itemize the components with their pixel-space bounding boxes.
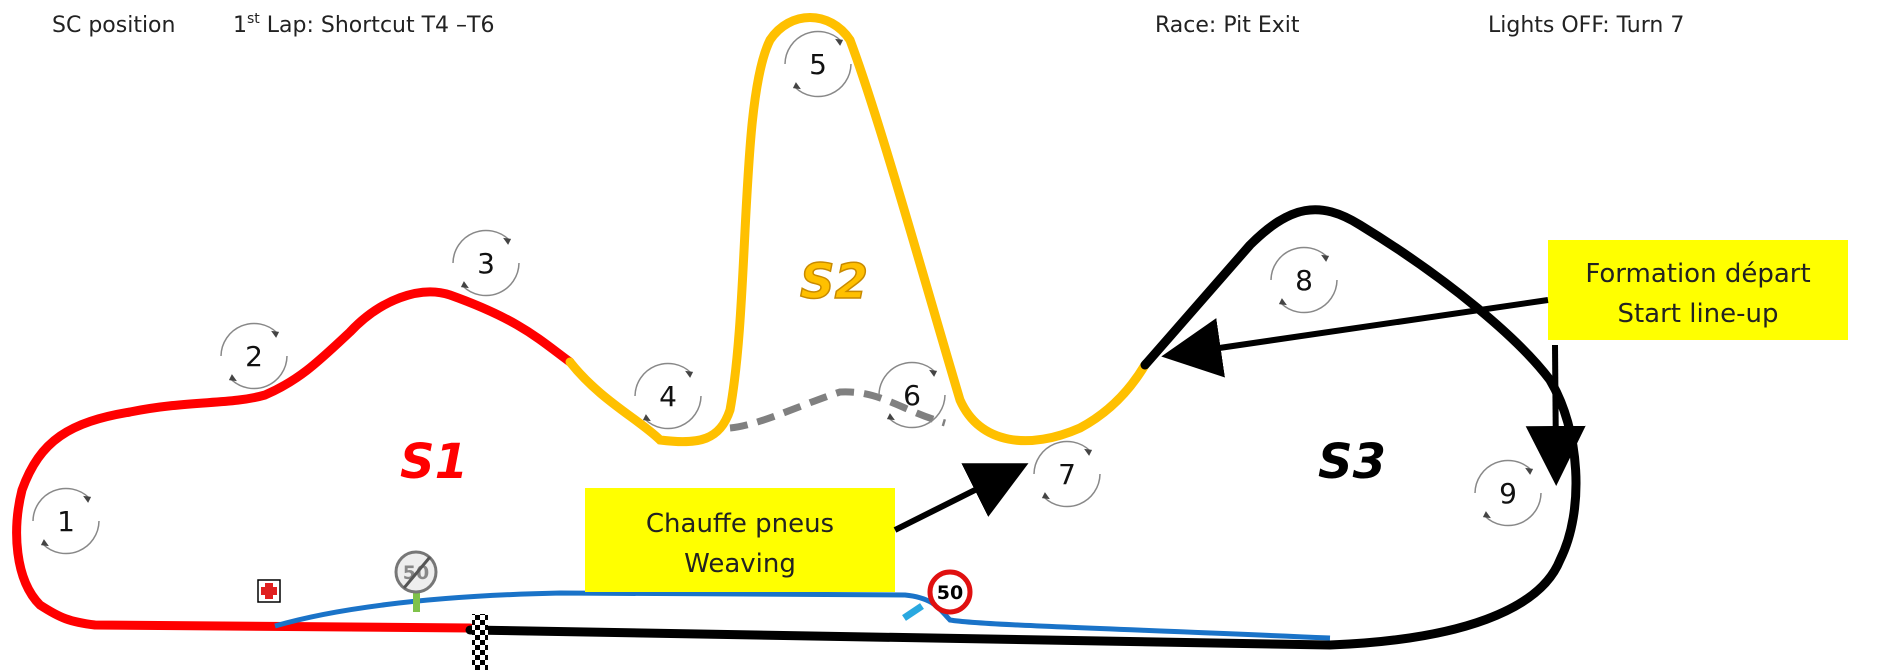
sector-label-s1: S1	[400, 434, 468, 490]
arrow-to-turn-7	[893, 463, 1029, 533]
rotation-arrows-icon	[1270, 246, 1328, 281]
rotation-arrow-tip	[1041, 492, 1050, 500]
rotation-arrow-tip	[1321, 254, 1330, 262]
rotation-arrow-tip	[929, 369, 938, 377]
rotation-arrows-icon	[32, 487, 90, 522]
callout-weaving: Chauffe pneus Weaving	[585, 463, 1029, 592]
turn-marker-2: 2	[220, 322, 288, 390]
rotation-arrow-tip	[1084, 448, 1093, 456]
rotation-arrows-icon	[634, 362, 692, 397]
rotation-arrow-tip	[835, 38, 844, 46]
rotation-arrows-icon	[1280, 279, 1338, 314]
turn-number: 1	[57, 505, 75, 538]
rotation-arrow-tip	[83, 495, 92, 503]
turn-number: 8	[1295, 264, 1313, 297]
rotation-arrow-tip	[642, 414, 651, 422]
rotation-arrows-icon	[462, 262, 520, 297]
weaving-line1: Chauffe pneus	[646, 509, 834, 539]
rotation-arrows-icon	[644, 395, 702, 430]
lights-off-rule: Lights OFF: Turn 7	[1488, 13, 1684, 38]
rotation-arrow-tip	[1482, 511, 1491, 519]
checkered-flag-icon	[472, 614, 488, 670]
rotation-arrow-tip	[271, 330, 280, 338]
turn-number: 6	[903, 379, 921, 412]
turn-marker-7: 7	[1033, 440, 1101, 508]
pit-exit-marker	[902, 603, 924, 621]
rotation-arrows-icon	[452, 229, 510, 264]
rotation-arrow-tip	[1278, 298, 1287, 306]
rotation-arrows-icon	[230, 355, 288, 390]
formation-line1: Formation départ	[1585, 259, 1810, 289]
race-rule: Race: Pit Exit	[1155, 13, 1300, 38]
rotation-arrows-icon	[1043, 473, 1101, 508]
arrow-to-turn-9	[1525, 344, 1586, 486]
rotation-arrows-icon	[794, 63, 852, 98]
rotation-arrows-icon	[784, 30, 842, 65]
track-sector-s2	[565, 13, 1150, 447]
turn-marker-9: 9	[1474, 459, 1542, 527]
rotation-arrow-tip	[886, 413, 895, 421]
callout-formation: Formation départ Start line-up	[1161, 240, 1848, 486]
turn-marker-5: 5	[784, 30, 852, 98]
rotation-arrows-icon	[42, 520, 100, 555]
rotation-arrows-icon	[1474, 459, 1532, 494]
medical-cross-icon	[257, 579, 281, 603]
rotation-arrow-tip	[1525, 467, 1534, 475]
sector-label-s2: S2	[800, 254, 868, 310]
turn-number: 9	[1499, 477, 1517, 510]
turn-number: 7	[1058, 458, 1076, 491]
track-sector-s1	[12, 287, 575, 633]
turn-marker-3: 3	[452, 229, 520, 297]
turn-marker-1: 1	[32, 487, 100, 555]
turn-number: 5	[809, 48, 827, 81]
rotation-arrows-icon	[220, 322, 278, 357]
turn-marker-6: 6	[878, 361, 946, 429]
rotation-arrow-tip	[40, 539, 49, 547]
rotation-arrows-icon	[888, 394, 946, 429]
header-sc-position: SC position 1st Lap: Shortcut T4 –T6 Rac…	[52, 11, 1684, 38]
speed-limit-sign: 50	[927, 569, 973, 615]
rotation-arrows-icon	[1484, 492, 1542, 527]
sector-label-s3: S3	[1318, 434, 1386, 490]
rotation-arrow-tip	[228, 374, 237, 382]
arrow-to-start-lineup	[1161, 297, 1549, 378]
rotation-arrow-tip	[460, 281, 469, 289]
rotation-arrows-icon	[1033, 440, 1091, 475]
rotation-arrow-tip	[685, 370, 694, 378]
turn-marker-4: 4	[634, 362, 702, 430]
turn-markers: 1 2 3 4 5 6 7 8 9	[32, 30, 1542, 555]
speed-limit-value: 50	[937, 582, 963, 604]
weaving-line2: Weaving	[684, 549, 796, 579]
turn-number: 2	[245, 340, 263, 373]
first-lap-rule: 1st Lap: Shortcut T4 –T6	[233, 11, 494, 38]
turn-marker-8: 8	[1270, 246, 1338, 314]
turn-number: 4	[659, 380, 677, 413]
shortcut-t4-t6	[729, 388, 946, 432]
formation-line2: Start line-up	[1617, 299, 1778, 329]
end-speed-limit-sign: 50	[394, 550, 438, 612]
sc-position-label: SC position	[52, 13, 175, 38]
rotation-arrow-tip	[503, 237, 512, 245]
rotation-arrows-icon	[878, 361, 936, 396]
rotation-arrow-tip	[792, 82, 801, 90]
turn-number: 3	[477, 247, 495, 280]
